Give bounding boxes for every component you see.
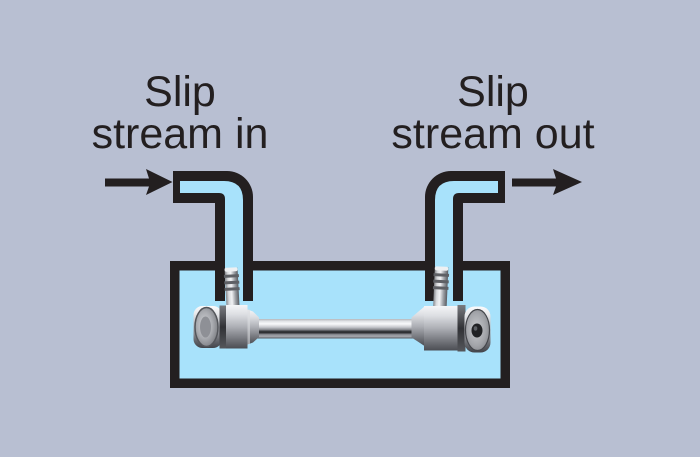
inlet-arrow-icon bbox=[105, 169, 173, 195]
outlet-barb-fitting bbox=[432, 266, 450, 314]
outlet-label-line1: Slip bbox=[457, 68, 529, 116]
inlet-label: Slip stream in bbox=[30, 68, 330, 158]
sensor-tube bbox=[256, 319, 416, 339]
sensor-left-head bbox=[193, 305, 259, 349]
outlet-arrow-icon bbox=[512, 169, 582, 195]
right-end-hole bbox=[471, 323, 483, 338]
outlet-pipe-channel bbox=[435, 181, 498, 310]
sensor-device bbox=[193, 266, 491, 353]
outlet-label-line2: stream out bbox=[391, 110, 595, 158]
inlet-label-line1: Slip bbox=[144, 68, 216, 116]
sensor-right-head bbox=[411, 305, 491, 353]
outlet-label: Slip stream out bbox=[343, 68, 643, 158]
inlet-barb-fitting bbox=[223, 267, 240, 310]
inlet-label-line2: stream in bbox=[91, 110, 269, 158]
